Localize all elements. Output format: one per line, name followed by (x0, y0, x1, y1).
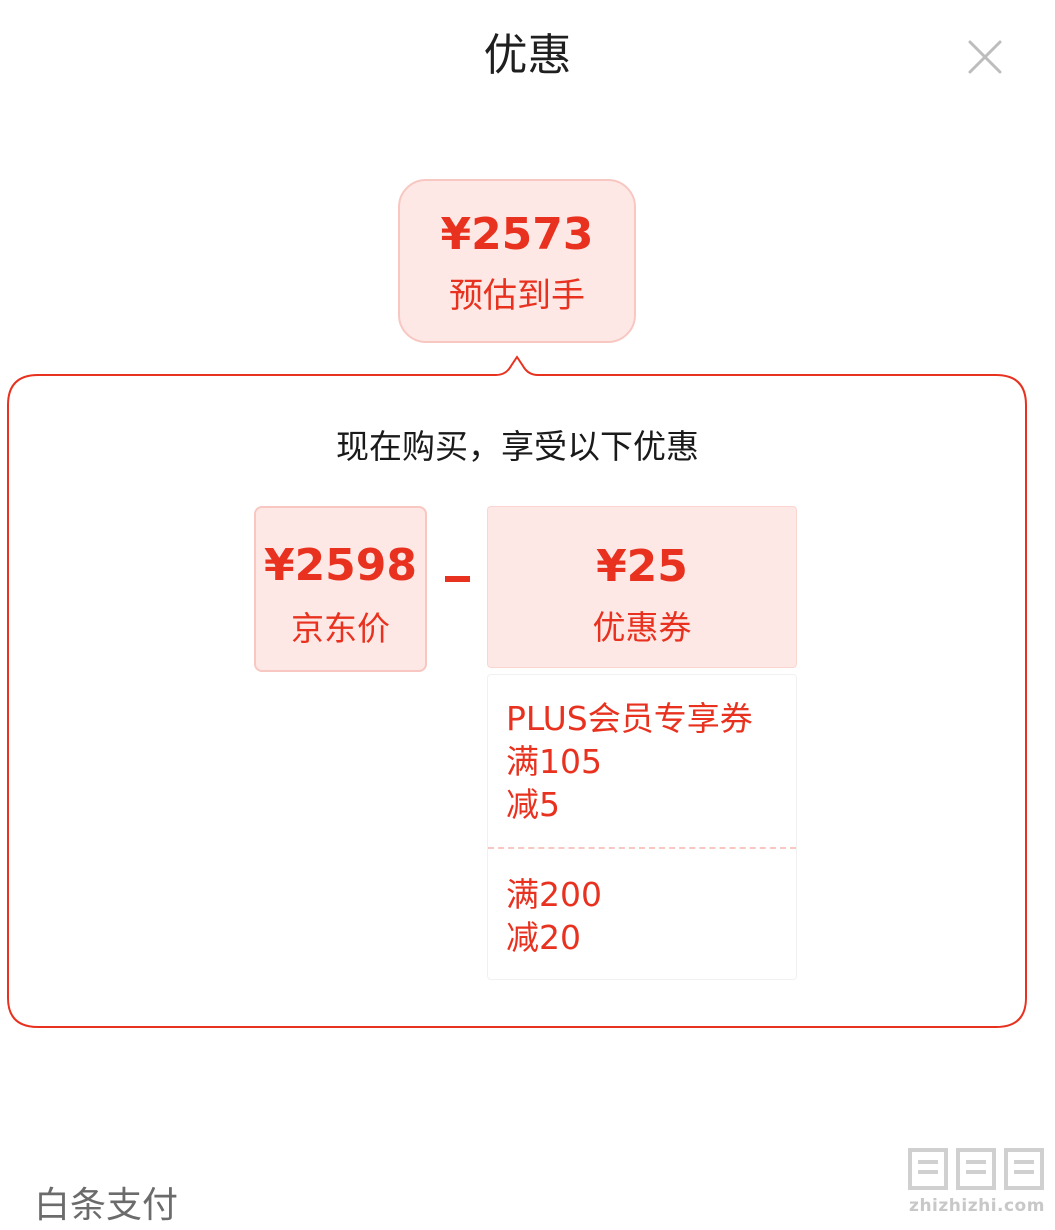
page-title: 优惠 (483, 30, 572, 81)
close-button[interactable] (962, 34, 1008, 80)
estimated-price-box: ¥2573 预估到手 (398, 179, 636, 343)
coupon-item-threshold: 满200 (506, 875, 602, 914)
list-item: PLUS会员专享券 满105 减5 (506, 697, 791, 826)
watermark: zhizhizhi.com (902, 1142, 1052, 1222)
coupon-divider (488, 847, 796, 849)
coupon-value: ¥25 (596, 541, 688, 592)
list-item: 满200 减20 (506, 873, 791, 959)
coupon-item-discount: 减20 (506, 918, 581, 957)
jd-price-value: ¥2598 (263, 540, 418, 591)
jd-price-box: ¥2598 京东价 (254, 506, 427, 672)
coupon-list: PLUS会员专享券 满105 减5 满200 减20 (487, 674, 797, 980)
minus-icon (445, 576, 470, 582)
jd-price-label: 京东价 (291, 609, 390, 648)
payment-method-label: 白条支付 (34, 1185, 179, 1226)
coupon-item-name: PLUS会员专享券 (506, 699, 753, 738)
watermark-text: zhizhizhi.com (909, 1196, 1045, 1216)
discount-heading: 现在购买，享受以下优惠 (336, 427, 699, 466)
coupon-item-discount: 减5 (506, 785, 560, 824)
coupon-label: 优惠券 (592, 608, 692, 647)
estimated-price-label: 预估到手 (449, 276, 585, 316)
watermark-logo-icon (908, 1148, 1044, 1190)
coupon-summary-box: ¥25 优惠券 (487, 506, 797, 668)
coupon-item-threshold: 满105 (506, 742, 602, 781)
estimated-price: ¥2573 (440, 209, 594, 260)
close-icon (968, 40, 1002, 74)
dialog-header: 优惠 (0, 0, 1055, 112)
